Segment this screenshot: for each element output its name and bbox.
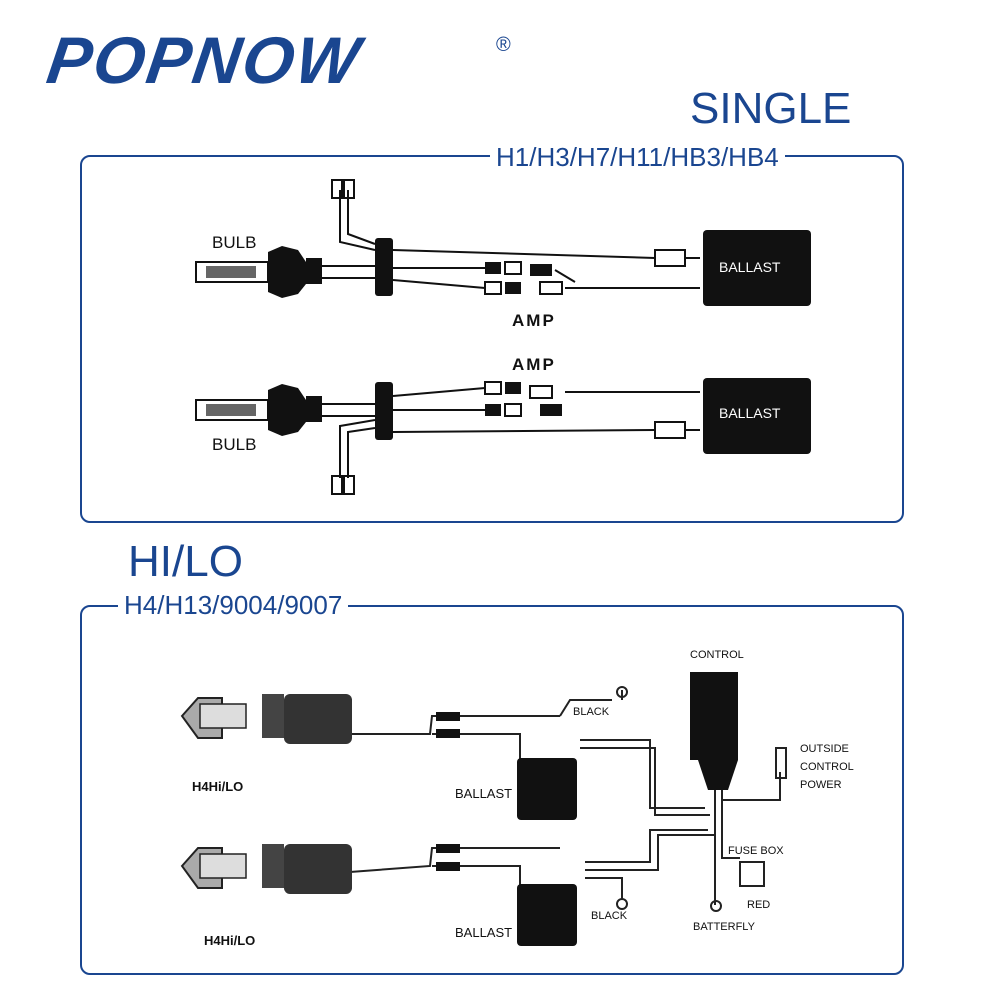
lamp-bottom-label: H4Hi/LO [204, 933, 255, 948]
hilo-title: HI/LO [128, 537, 243, 586]
bulb-label-2: BULB [212, 435, 256, 454]
outside-label-3: POWER [800, 779, 842, 791]
ballast-bottom [517, 884, 577, 946]
amp-label-2: AMP [512, 355, 556, 374]
ballast-box-2 [703, 378, 811, 454]
fuse-box-label: FUSE BOX [728, 845, 784, 857]
bulb-icon-1 [195, 246, 322, 298]
ballast-label-2: BALLAST [719, 405, 781, 421]
outside-label-2: CONTROL [800, 761, 854, 773]
ballast-bottom-label: BALLAST [455, 925, 512, 940]
lamp-top-label: H4Hi/LO [192, 779, 243, 794]
single-diagram-bottom: AMP BULB [195, 355, 811, 495]
control-label: CONTROL [690, 649, 744, 661]
grommet-2 [375, 382, 393, 440]
grommet-1 [375, 238, 393, 296]
hilo-panel [80, 605, 904, 975]
h4-lamp-top [180, 694, 352, 744]
hilo-subtitle: H4/H13/9004/9007 [118, 590, 349, 621]
fuse-box [739, 861, 765, 887]
ballast-top [517, 758, 577, 820]
ballast-box-1 [703, 230, 811, 306]
ground-terminal-2 [331, 475, 355, 495]
ground-ring-bottom [616, 898, 628, 910]
single-title: SINGLE [690, 84, 852, 133]
amp-connector-2 [484, 381, 686, 439]
black-top-label: BLACK [573, 706, 610, 718]
battery-label: BATTERFLY [693, 921, 756, 933]
outside-power-plug [775, 747, 787, 779]
black-bottom-label: BLACK [591, 910, 628, 922]
ballast-label-1: BALLAST [719, 259, 781, 275]
single-diagram-top: BULB [195, 179, 811, 330]
single-subtitle: H1/H3/H7/H11/HB3/HB4 [490, 142, 785, 173]
registered-mark: ® [496, 34, 511, 56]
red-label: RED [747, 899, 770, 911]
h4-lamp-bottom [180, 844, 352, 894]
outside-label-1: OUTSIDE [800, 743, 849, 755]
bulb-label-1: BULB [212, 233, 256, 252]
bulb-icon-2 [195, 384, 322, 436]
ground-ring-top [616, 686, 628, 698]
ballast-top-label: BALLAST [455, 786, 512, 801]
amp-label-1: AMP [512, 311, 556, 330]
amp-connector-1 [484, 249, 686, 295]
control-relay [690, 672, 738, 790]
ground-terminal-1 [331, 179, 355, 199]
battery-terminal [710, 900, 722, 912]
